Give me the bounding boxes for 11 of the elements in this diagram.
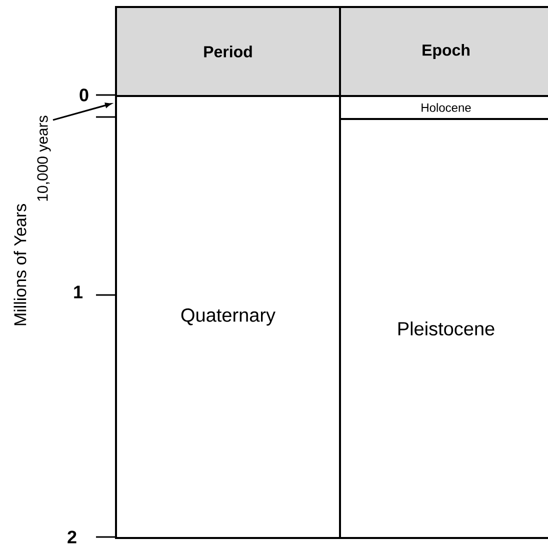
tick-label: 0 [80, 88, 88, 102]
tick-label: 1 [74, 286, 83, 298]
epoch-cell: Holocene [339, 95, 548, 120]
axis-title: Millions of Years [14, 204, 26, 326]
epoch-cell: Pleistocene [339, 118, 548, 539]
header-cell: Epoch [339, 6, 548, 97]
arrow [52, 102, 112, 121]
header-cell: Period [115, 6, 341, 97]
tick-label: 2 [68, 530, 76, 544]
note-label: 10,000 years [37, 116, 51, 201]
period-cell: Quaternary [115, 95, 341, 539]
